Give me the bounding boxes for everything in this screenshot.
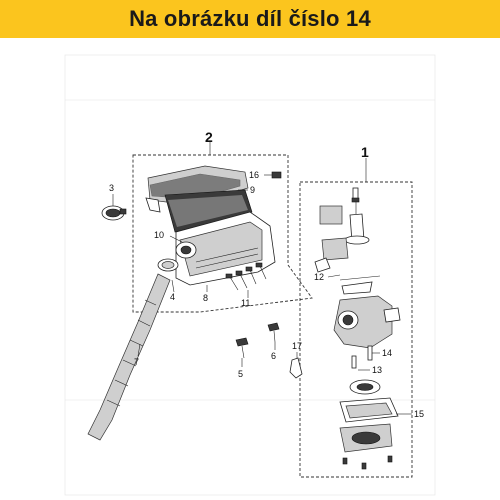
group-2-label: 2 xyxy=(205,129,213,145)
label-11: 11 xyxy=(241,298,250,308)
bracket-17 xyxy=(289,357,303,379)
intake-hose xyxy=(87,273,171,441)
leader-lines xyxy=(112,174,412,415)
group-1-boundary xyxy=(299,181,413,478)
label-15: 15 xyxy=(414,409,424,419)
part-labels: 3 4 5 6 7 8 9 10 11 12 13 14 15 16 17 xyxy=(109,170,424,419)
label-17: 17 xyxy=(292,341,302,351)
exploded-parts-diagram: 2 1 xyxy=(64,54,436,496)
group-2-boundary xyxy=(132,154,313,313)
hose-clamp-upper xyxy=(101,205,127,221)
filter-element xyxy=(164,189,253,233)
label-13: 13 xyxy=(372,365,382,375)
label-12: 12 xyxy=(314,272,324,282)
banner-title: Na obrázku díl číslo 14 xyxy=(129,6,371,31)
carburetor-assembly xyxy=(314,187,401,470)
label-7: 7 xyxy=(134,357,139,367)
group-1-label: 1 xyxy=(361,144,369,160)
label-8: 8 xyxy=(203,293,208,303)
label-3: 3 xyxy=(109,183,114,193)
screw-6 xyxy=(267,322,280,343)
label-9: 9 xyxy=(250,185,255,195)
label-4: 4 xyxy=(170,292,175,302)
label-6: 6 xyxy=(271,351,276,361)
label-16: 16 xyxy=(249,170,259,180)
label-14: 14 xyxy=(382,348,392,358)
part-16-clip xyxy=(271,171,282,179)
label-5: 5 xyxy=(238,369,243,379)
screw-5 xyxy=(235,337,249,359)
hose-clamp-lower xyxy=(157,258,179,272)
label-10: 10 xyxy=(154,230,164,240)
screws-group-11 xyxy=(225,262,267,291)
header-banner: Na obrázku díl číslo 14 xyxy=(0,0,500,38)
